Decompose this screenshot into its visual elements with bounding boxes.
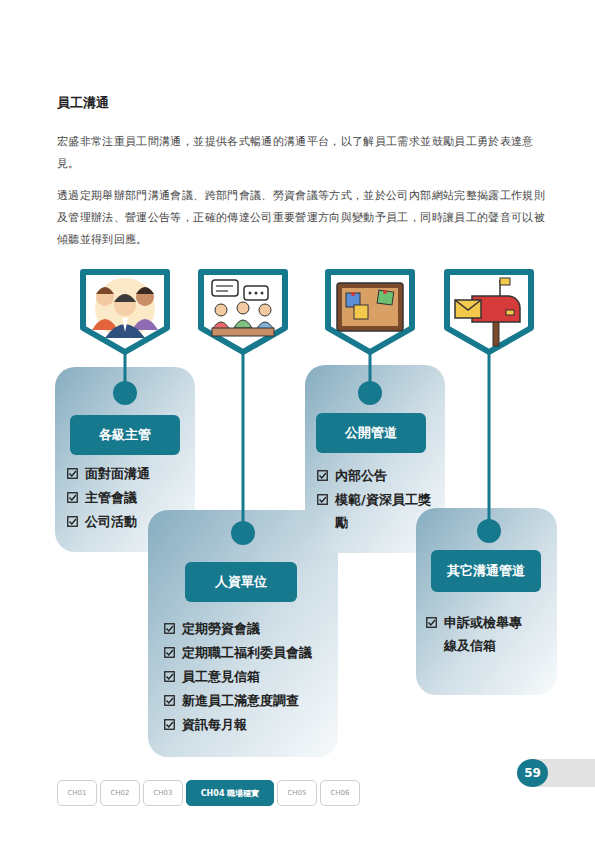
tab-text: CH03 [153, 789, 172, 797]
chapter-tab: CH05 [277, 780, 317, 806]
check-item: 公司活動 [67, 510, 137, 533]
checkbox-symbol [164, 623, 175, 634]
page-number-text: 59 [524, 766, 541, 780]
channel-label: 其它溝通管道 [431, 550, 541, 592]
tab-text: CH04 職場穩實 [201, 788, 259, 799]
icon-badges [83, 272, 531, 352]
tab-text: CH01 [67, 789, 86, 797]
checkbox-symbol [164, 671, 175, 682]
check-item: 資訊每月報 [164, 713, 247, 736]
junction-dot [477, 519, 501, 543]
item-text: 面對面溝通 [85, 462, 150, 485]
chapter-tab: CH02 [100, 780, 140, 806]
tab-text: CH06 [330, 789, 349, 797]
checkbox-symbol [67, 492, 78, 503]
bulletin-board-icon [337, 283, 403, 331]
channel-panel: 人資單位定期勞資會議定期職工福利委員會議員工意見信箱新進員工滿意度調查資訊每月報 [148, 510, 338, 757]
junction-dot [113, 381, 137, 405]
check-item: 模範/資深員工獎勵 [317, 488, 433, 534]
tab-text: CH02 [110, 789, 129, 797]
junction-dot [358, 381, 382, 405]
item-text: 員工意見信箱 [182, 665, 260, 688]
checkbox-symbol [317, 470, 328, 481]
label-text: 公開管道 [345, 424, 397, 442]
channel-panel: 公開管道內部公告模範/資深員工獎勵 [305, 365, 445, 553]
chapter-tab: CH01 [57, 780, 97, 806]
channel-label: 人資單位 [185, 562, 297, 602]
body-paragraph: 宏盛非常注重員工間溝通，並提供各式暢通的溝通平台，以了解員工需求並鼓勵員工勇於表… [57, 131, 549, 175]
check-item: 申訴或檢舉專線及信箱 [426, 611, 530, 657]
mailbox-icon [455, 278, 520, 346]
item-text: 定期職工福利委員會議 [182, 641, 312, 664]
item-text: 內部公告 [335, 464, 387, 487]
chapter-tab: CH03 [143, 780, 183, 806]
channel-label: 各級主管 [70, 415, 180, 455]
check-item: 面對面溝通 [67, 462, 150, 485]
checkbox-symbol [67, 516, 78, 527]
meeting-icon [212, 280, 274, 336]
check-item: 新進員工滿意度調查 [164, 689, 299, 712]
checkbox-symbol [164, 647, 175, 658]
check-item: 定期勞資會議 [164, 617, 260, 640]
item-text: 資訊每月報 [182, 713, 247, 736]
junction-dot [231, 521, 255, 545]
panel-fill [148, 510, 338, 757]
channel-label: 公開管道 [316, 413, 426, 453]
checkbox-symbol [67, 468, 78, 479]
label-text: 其它溝通管道 [447, 562, 525, 580]
check-item: 員工意見信箱 [164, 665, 260, 688]
panel-fill [416, 508, 557, 695]
chapter-tab: CH06 [320, 780, 360, 806]
check-item: 定期職工福利委員會議 [164, 641, 312, 664]
section-title: 員工溝通 [57, 94, 109, 112]
item-text: 新進員工滿意度調查 [182, 689, 299, 712]
check-item: 內部公告 [317, 464, 387, 487]
people-icon [92, 278, 158, 338]
tab-text: CH05 [287, 789, 306, 797]
item-text: 主管會議 [85, 486, 137, 509]
checkbox-symbol [426, 617, 437, 628]
body-paragraph: 透過定期舉辦部門溝通會議、跨部門會議、勞資會議等方式，並於公司內部網站完整揭露工… [57, 185, 549, 251]
label-text: 人資單位 [215, 573, 267, 591]
item-text: 申訴或檢舉專線及信箱 [444, 611, 530, 657]
panel-shape [416, 508, 557, 695]
item-text: 模範/資深員工獎勵 [335, 488, 433, 534]
page-number: 59 [517, 759, 548, 787]
label-text: 各級主管 [99, 426, 151, 444]
channel-panel: 其它溝通管道申訴或檢舉專線及信箱 [416, 508, 557, 695]
chapter-tab: CH04 職場穩實 [186, 780, 274, 806]
checkbox-symbol [164, 719, 175, 730]
item-text: 定期勞資會議 [182, 617, 260, 640]
item-text: 公司活動 [85, 510, 137, 533]
check-item: 主管會議 [67, 486, 137, 509]
checkbox-symbol [317, 494, 328, 505]
checkbox-symbol [164, 695, 175, 706]
